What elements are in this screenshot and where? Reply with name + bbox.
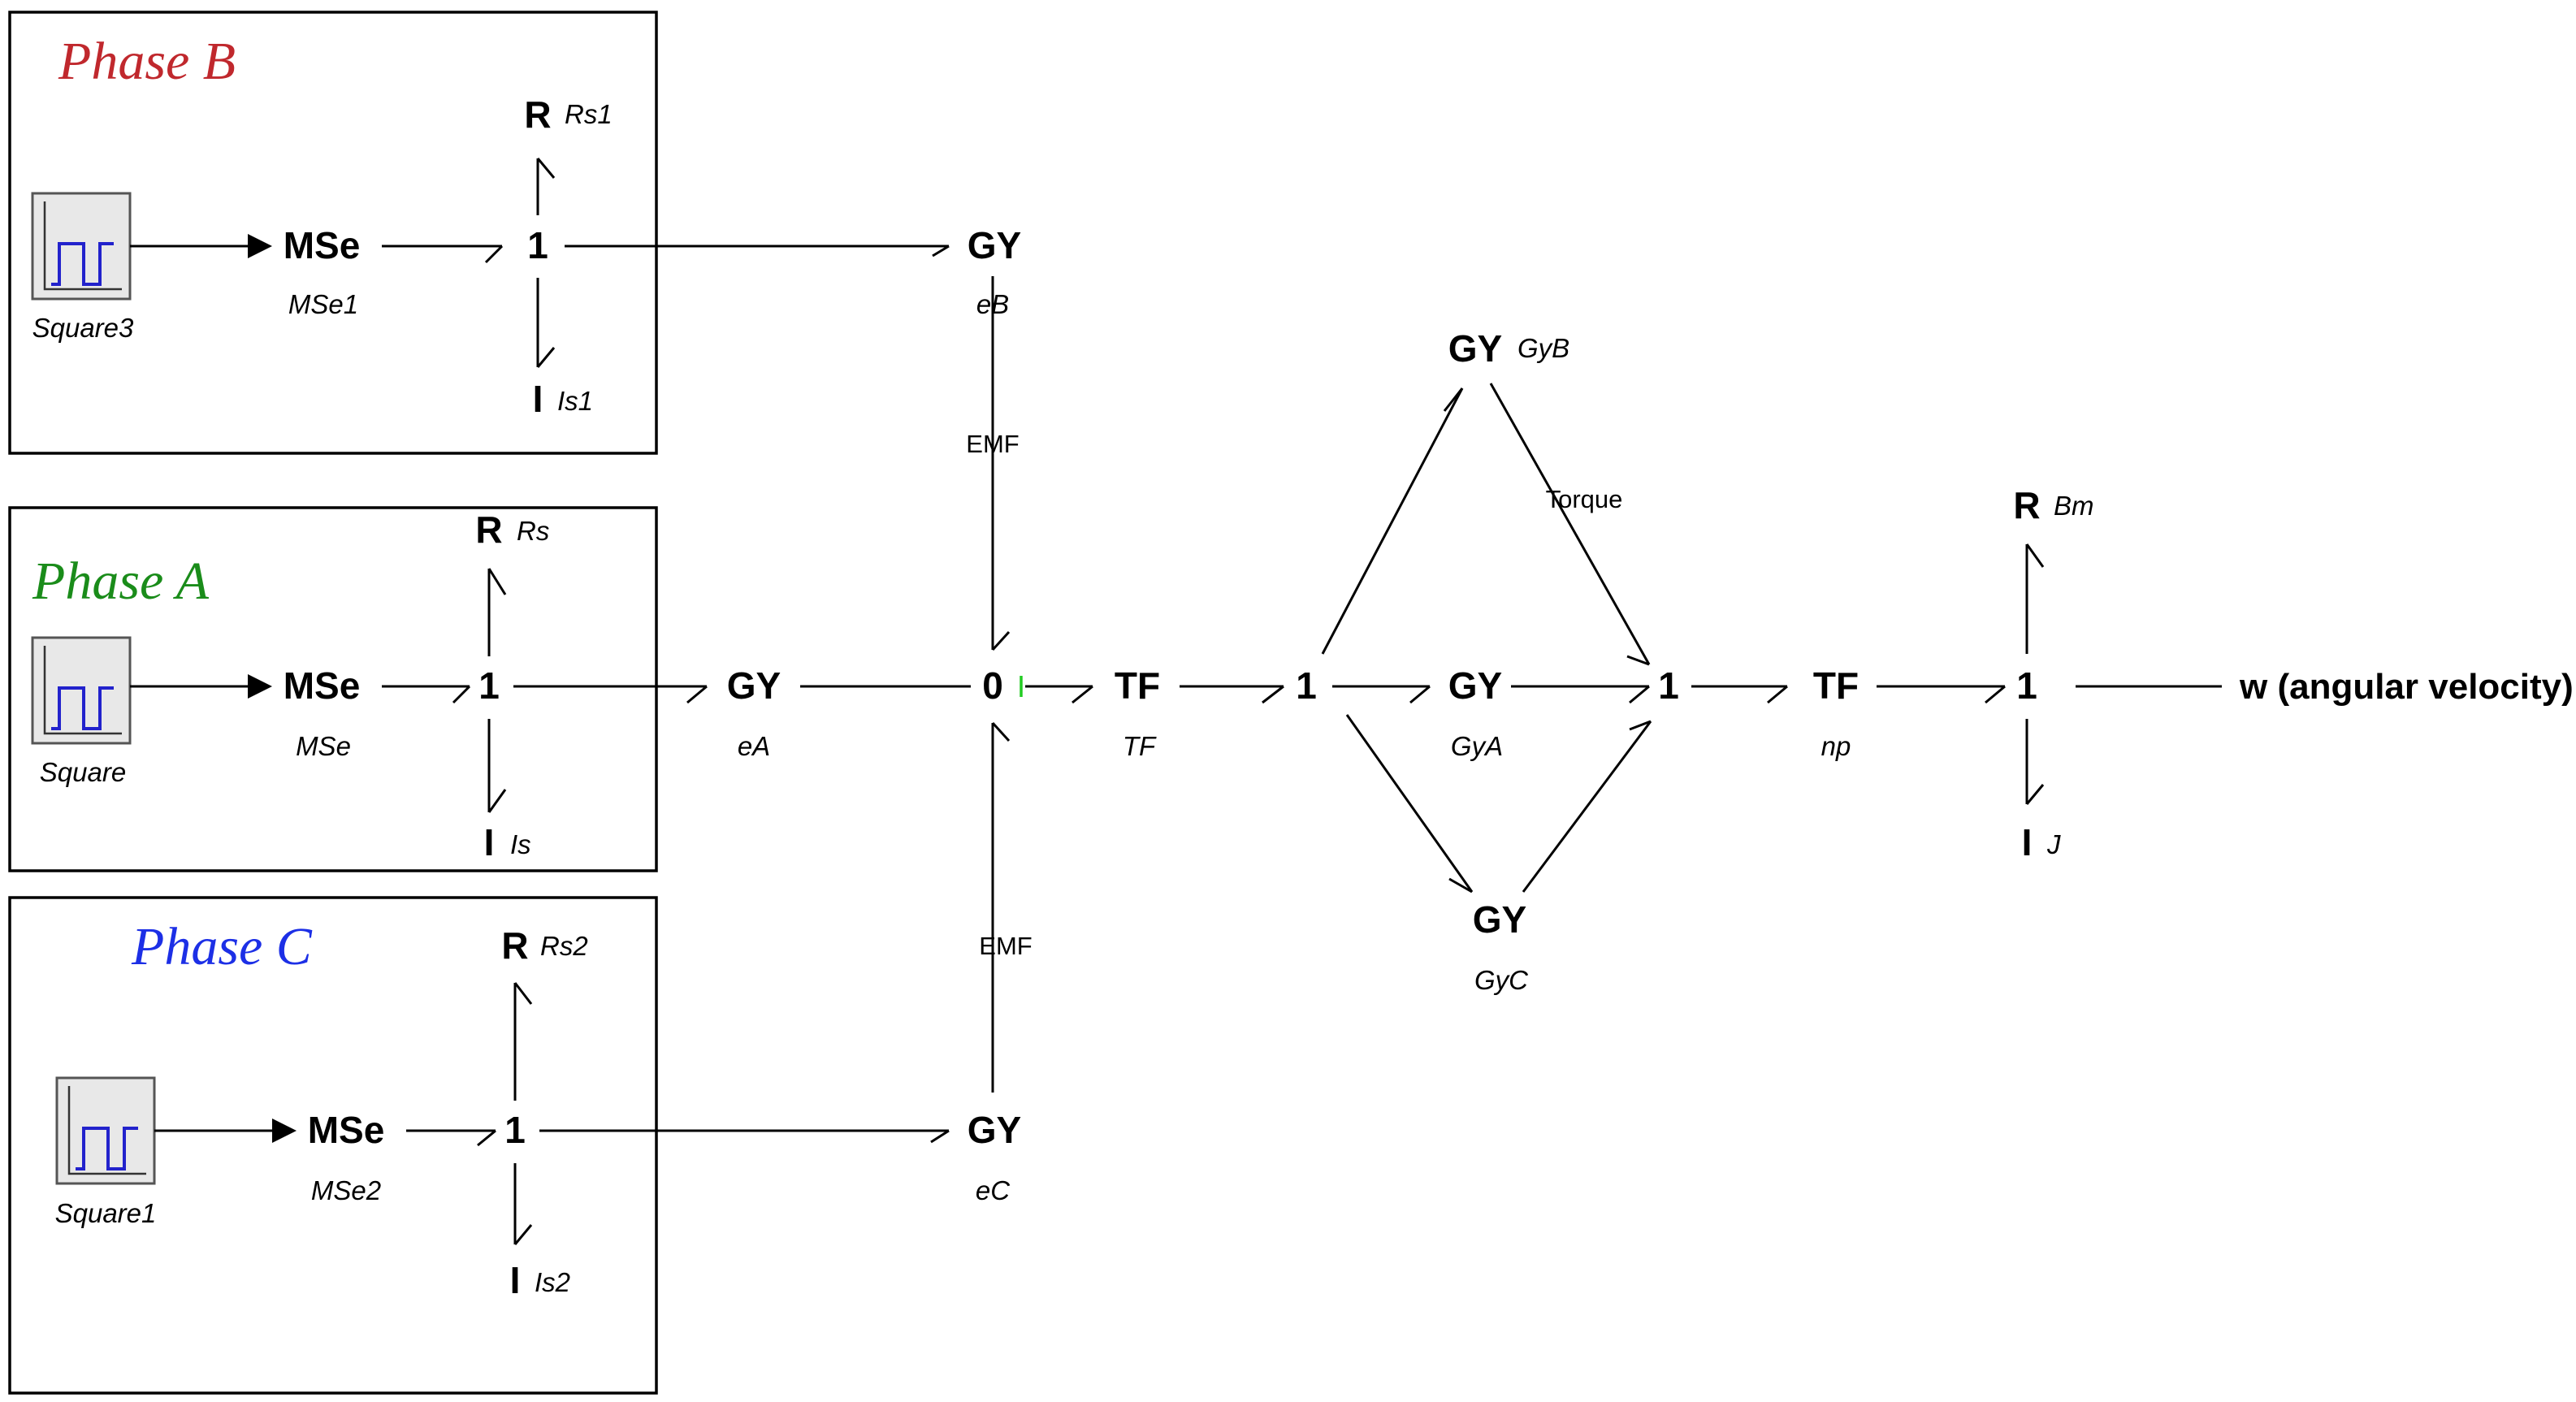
junction1-a[interactable]: 1 [478,664,500,707]
rs-node[interactable]: R [475,508,502,551]
gy-gya-node[interactable]: GY [1448,664,1502,707]
bm-node[interactable]: R [2013,484,2040,526]
phase-c-frame [8,896,658,1395]
junction1-b[interactable]: 1 [527,224,548,266]
gy-ea-label: eA [738,731,770,761]
square1-source[interactable] [55,1076,156,1185]
emf-bottom-label: EMF [979,932,1032,960]
bond-lines [382,158,2222,1245]
bm-label: Bm [2054,491,2094,521]
gy-ea-node[interactable]: GY [727,664,781,707]
square1-label: Square1 [55,1198,157,1228]
junction0-node[interactable]: 0 [982,664,1003,707]
junction1-right[interactable]: 1 [1658,664,1679,707]
gy-eb-node[interactable]: GY [968,224,1021,266]
square3-label: Square3 [32,313,134,343]
torque-label: Torque [1546,485,1623,513]
mse2-label: MSe2 [311,1175,381,1205]
gy-gyc-node[interactable]: GY [1473,898,1526,941]
is-node[interactable]: I [484,821,495,863]
j-label: J [2046,829,2061,859]
emf-top-label: EMF [966,430,1019,458]
j-node[interactable]: I [2022,821,2033,863]
phase-c-title: Phase C [131,917,313,976]
mse-node[interactable]: MSe [284,664,361,707]
square3-source[interactable] [31,192,132,301]
junction1-out[interactable]: 1 [2016,664,2037,707]
mse2-node[interactable]: MSe [308,1109,385,1151]
junction1-mid[interactable]: 1 [1296,664,1317,707]
tf-np-node[interactable]: TF [1813,664,1859,707]
gy-gyc-label: GyC [1474,965,1529,995]
mse1-node[interactable]: MSe [284,224,361,266]
is1-label: Is1 [557,386,593,416]
gy-ec-node[interactable]: GY [968,1109,1021,1151]
phase-a-title: Phase A [32,552,210,611]
rs2-node[interactable]: R [501,924,528,967]
rs1-label: Rs1 [565,99,613,129]
mse-label: MSe [296,731,351,761]
tf-np-label: np [1821,731,1851,761]
output-label: w (angular velocity) [2239,667,2574,707]
square-source[interactable] [31,636,132,745]
rs1-node[interactable]: R [524,93,551,136]
tf-node[interactable]: TF [1115,664,1160,707]
mse1-label: MSe1 [288,289,358,319]
rs2-label: Rs2 [540,931,588,961]
is2-node[interactable]: I [510,1259,521,1301]
is1-node[interactable]: I [533,378,543,420]
gy-eb-label: eB [976,289,1009,319]
rs-label: Rs [517,516,549,546]
gy-gyb-label: GyB [1517,333,1569,363]
phase-b-title: Phase B [58,32,236,91]
junction1-c[interactable]: 1 [504,1109,526,1151]
square-label: Square [40,757,126,787]
is2-label: Is2 [535,1267,570,1297]
gy-gyb-node[interactable]: GY [1448,327,1502,370]
phase-a-frame [8,506,658,872]
tf-label: TF [1123,731,1157,761]
gy-gya-label: GyA [1451,731,1503,761]
is-label: Is [510,829,531,859]
gy-ec-label: eC [976,1175,1011,1205]
phase-b-frame [8,11,658,455]
